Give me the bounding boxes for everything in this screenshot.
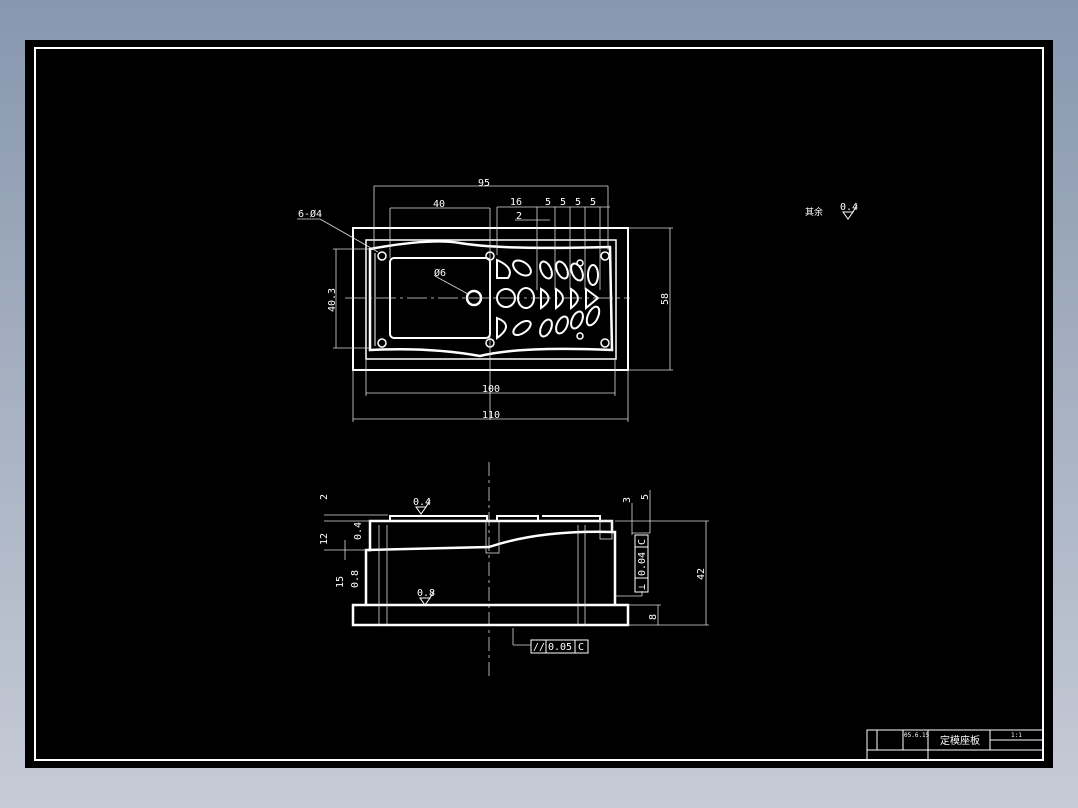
dim-2-top: 2 xyxy=(319,494,330,500)
note-roughness: 0.4 xyxy=(840,202,858,213)
dim-15: 15 xyxy=(335,576,346,588)
top-dimensions xyxy=(297,185,673,422)
center-hole-label: Ø6 xyxy=(434,267,446,279)
parallel-symbol: // xyxy=(533,642,545,653)
parallel-tolerance-frame: // 0.05 C xyxy=(530,639,589,654)
roughness-left-lower: 0.8 xyxy=(350,570,361,588)
dim-5b: 5 xyxy=(560,197,566,208)
drawing-sheet xyxy=(25,40,1053,768)
drawing-border xyxy=(34,47,1044,761)
roughness-left-upper: 0.4 xyxy=(353,522,364,540)
outer-plate-outline xyxy=(352,227,629,371)
contour-section xyxy=(367,530,613,552)
dim-2: 2 xyxy=(516,211,522,222)
general-roughness-note: 其余 0.4 xyxy=(805,202,858,220)
hidden-lines xyxy=(378,520,613,625)
title-block: 05.6.15 定模座板 1:1 xyxy=(866,729,1044,761)
front-view: 42 8 2 12 15 3 5 0.4 0.4 0.8 0.8 // 0.05… xyxy=(319,462,709,678)
dim-40-3: 40.3 xyxy=(327,288,338,312)
front-dimensions xyxy=(324,490,709,646)
dim-5c: 5 xyxy=(575,197,581,208)
hole-callout: 6-Ø4 xyxy=(298,208,322,220)
dim-42: 42 xyxy=(696,568,707,580)
dim-5a: 5 xyxy=(545,197,551,208)
parallel-datum: C xyxy=(578,642,584,653)
roughness-bottom: 0.8 xyxy=(417,588,435,599)
dim-16: 16 xyxy=(510,197,522,208)
perpendicular-value: 0.04 xyxy=(637,552,648,576)
perpendicular-datum: C xyxy=(637,539,648,545)
dim-12: 12 xyxy=(319,533,330,545)
dim-5: 5 xyxy=(640,494,651,500)
parallel-value: 0.05 xyxy=(548,642,572,653)
dim-5d: 5 xyxy=(590,197,596,208)
top-view: 95 40 16 2 5 5 5 5 100 110 58 40.3 6-Ø4 … xyxy=(297,178,673,422)
title-date: 05.6.15 xyxy=(904,732,930,739)
dim-95: 95 xyxy=(478,178,490,189)
dim-8: 8 xyxy=(648,614,659,620)
dim-100: 100 xyxy=(482,384,500,395)
insert-contour xyxy=(368,240,614,358)
perpendicular-tolerance-frame: ⊥ 0.04 C xyxy=(634,534,649,593)
base-plate xyxy=(351,603,630,627)
roughness-symbols: 0.4 0.4 0.8 0.8 xyxy=(350,497,435,606)
note-label: 其余 xyxy=(805,206,823,218)
perpendicular-symbol: ⊥ xyxy=(637,584,648,590)
roughness-top: 0.4 xyxy=(413,497,431,508)
part-name: 定模座板 xyxy=(940,734,980,747)
inner-plate-outline xyxy=(365,239,617,360)
dim-40: 40 xyxy=(433,199,445,210)
dim-3: 3 xyxy=(622,497,633,503)
dim-58: 58 xyxy=(660,293,671,305)
dim-110: 110 xyxy=(482,410,500,421)
scale: 1:1 xyxy=(1011,732,1022,739)
